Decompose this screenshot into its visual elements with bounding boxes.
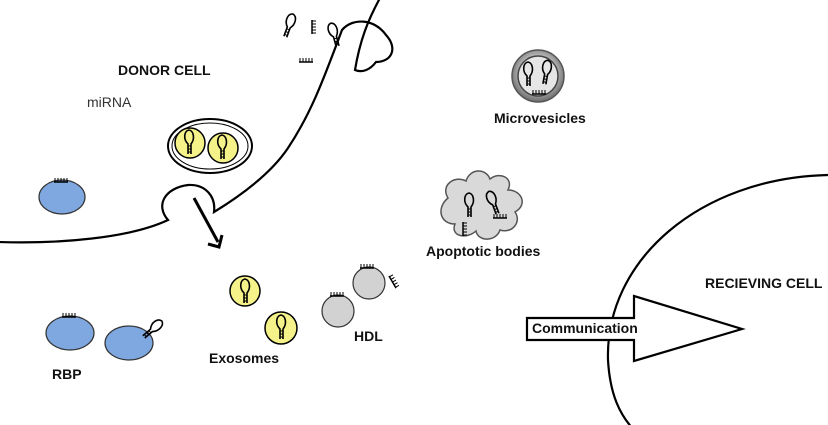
- receiving-cell-label: RECIEVING CELL: [705, 275, 823, 291]
- communication-arrow: [525, 294, 746, 363]
- microvesicles-label: Microvesicles: [494, 110, 586, 126]
- donor-cell-label: DONOR CELL: [118, 62, 211, 78]
- exosome-particle: [264, 311, 298, 345]
- rbp-protein-donor: [38, 177, 86, 215]
- rbp-protein: [104, 316, 166, 361]
- donor-cell-membrane: [0, 0, 394, 244]
- rbp-label: RBP: [52, 366, 82, 382]
- apoptotic-bodies-label: Apoptotic bodies: [426, 243, 541, 259]
- communication-label: Communication: [532, 320, 638, 336]
- receiving-cell-membrane: [606, 173, 828, 425]
- exosomes-label: Exosomes: [209, 350, 280, 366]
- secretion-arrow-icon: [192, 197, 224, 249]
- multivesicular-body: [167, 118, 253, 174]
- exosome-particle: [229, 275, 261, 307]
- mirna-label: miRNA: [87, 94, 132, 110]
- microvesicle: [511, 49, 565, 103]
- rbp-protein: [45, 312, 95, 351]
- hdl-particle: [321, 263, 401, 328]
- hdl-label: HDL: [354, 328, 383, 344]
- apoptotic-body: [440, 170, 523, 240]
